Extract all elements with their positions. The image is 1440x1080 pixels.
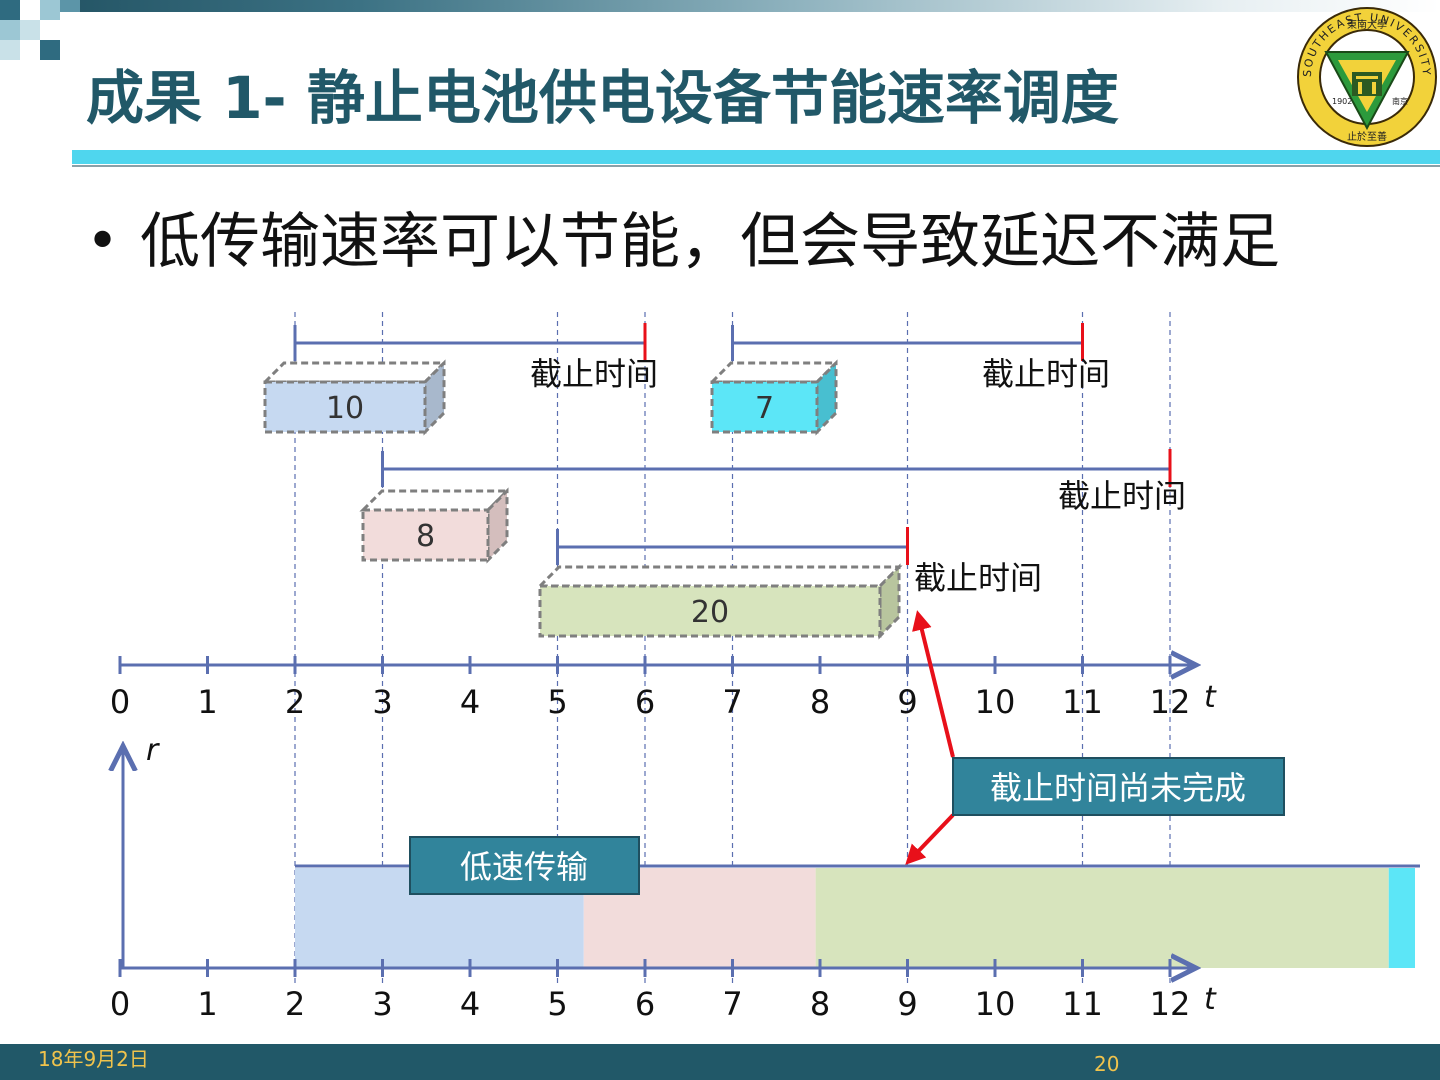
bottom-tick-label-0: 0 [110,985,130,1023]
corner-square-7 [0,40,20,60]
corner-square-4 [0,20,20,40]
bottom-tick-label-5: 5 [547,985,567,1023]
job-10-box-front [263,380,427,434]
job-20-size-label: 20 [691,595,729,630]
job-8-box-side [486,487,509,564]
bottom-tick-label-9: 9 [897,985,917,1023]
job-7-box-top [708,361,840,384]
logo-city: 南京 [1392,96,1408,106]
top-tick-label-11: 11 [1062,683,1103,721]
job-7-box-side [815,359,838,436]
top-tick-label-10: 10 [975,683,1016,721]
bottom-tick-label-6: 6 [635,985,655,1023]
job-20-box-side [878,563,901,640]
job-10-box-top [261,361,448,384]
job-20-deadline-label: 截止时间 [914,559,1042,597]
job-20-box-front [538,584,882,638]
university-logo: SOUTHEAST UNIVERSITY 東南大學 1902 南京 止於至善 [1297,7,1437,147]
corner-square-3 [40,0,60,20]
footer-date: 18年9月2日 [38,1047,149,1071]
bottom-tick-label-3: 3 [372,985,392,1023]
top-tick-label-8: 8 [810,683,830,721]
corner-square-9 [60,0,80,12]
logo-school-name: 東南大學 [1347,18,1387,31]
r-axis-label: r [146,733,160,768]
top-tick-label-5: 5 [547,683,567,721]
top-tick-label-9: 9 [897,683,917,721]
low-speed-callout-text: 低速传输 [460,848,588,886]
top-tick-label-3: 3 [372,683,392,721]
top-tick-label-12: 12 [1150,683,1191,721]
job-8-deadline-label: 截止时间 [1058,477,1186,515]
top-t-label: t [1204,680,1217,715]
logo-year: 1902 [1332,97,1352,106]
bottom-tick-label-11: 11 [1062,985,1103,1023]
job-10-size-label: 10 [326,391,364,426]
corner-square-5 [20,20,40,40]
corner-square-6 [40,20,60,40]
job-7-box-front [710,380,819,434]
title-underline-thin [72,165,1440,167]
bottom-tick-label-10: 10 [975,985,1016,1023]
top-tick-label-4: 4 [460,683,480,721]
bottom-tick-label-12: 12 [1150,985,1191,1023]
bottom-tick-label-2: 2 [285,985,305,1023]
slide-title: 成果 1- 静止电池供电设备节能速率调度 [86,64,1119,132]
job-10-box-side [423,359,446,436]
bottom-t-label: t [1204,982,1217,1017]
missed-deadline-callout-box [952,757,1285,816]
bullet-text: 低传输速率可以节能，但会导致延迟不满足 [140,207,1280,277]
missed-arrow-up [912,610,955,758]
footer-bar [0,1044,1440,1080]
title-underline [72,150,1440,164]
job-8-box-top [359,489,511,512]
logo-motto: 止於至善 [1347,130,1387,143]
bullet-marker: • [86,209,120,274]
top-tick-label-7: 7 [722,683,742,721]
job-7-size-label: 7 [755,391,774,426]
top-tick-label-0: 0 [110,683,130,721]
top-tick-label-1: 1 [197,683,217,721]
top-tick-label-6: 6 [635,683,655,721]
schedule-block-job-20 [815,868,1389,968]
bottom-tick-label-4: 4 [460,985,480,1023]
footer-page-number: 20 [1094,1052,1120,1076]
job-8-size-label: 8 [416,519,435,554]
job-8-box-front [361,508,490,562]
corner-square-8 [40,40,60,60]
top-gradient-band [0,0,1440,12]
missed-arrow-down [905,813,955,865]
schedule-block-job-7 [1388,868,1415,968]
job-7-deadline-label: 截止时间 [982,355,1110,393]
bottom-tick-label-8: 8 [810,985,830,1023]
job-20-box-top [536,565,903,588]
bottom-tick-label-1: 1 [197,985,217,1023]
missed-deadline-callout-text: 截止时间尚未完成 [990,769,1246,807]
top-tick-label-2: 2 [285,683,305,721]
corner-square-2 [20,0,40,20]
job-10-deadline-label: 截止时间 [530,355,658,393]
bottom-tick-label-7: 7 [722,985,742,1023]
corner-square-1 [0,0,20,20]
low-speed-callout-box [409,836,640,895]
